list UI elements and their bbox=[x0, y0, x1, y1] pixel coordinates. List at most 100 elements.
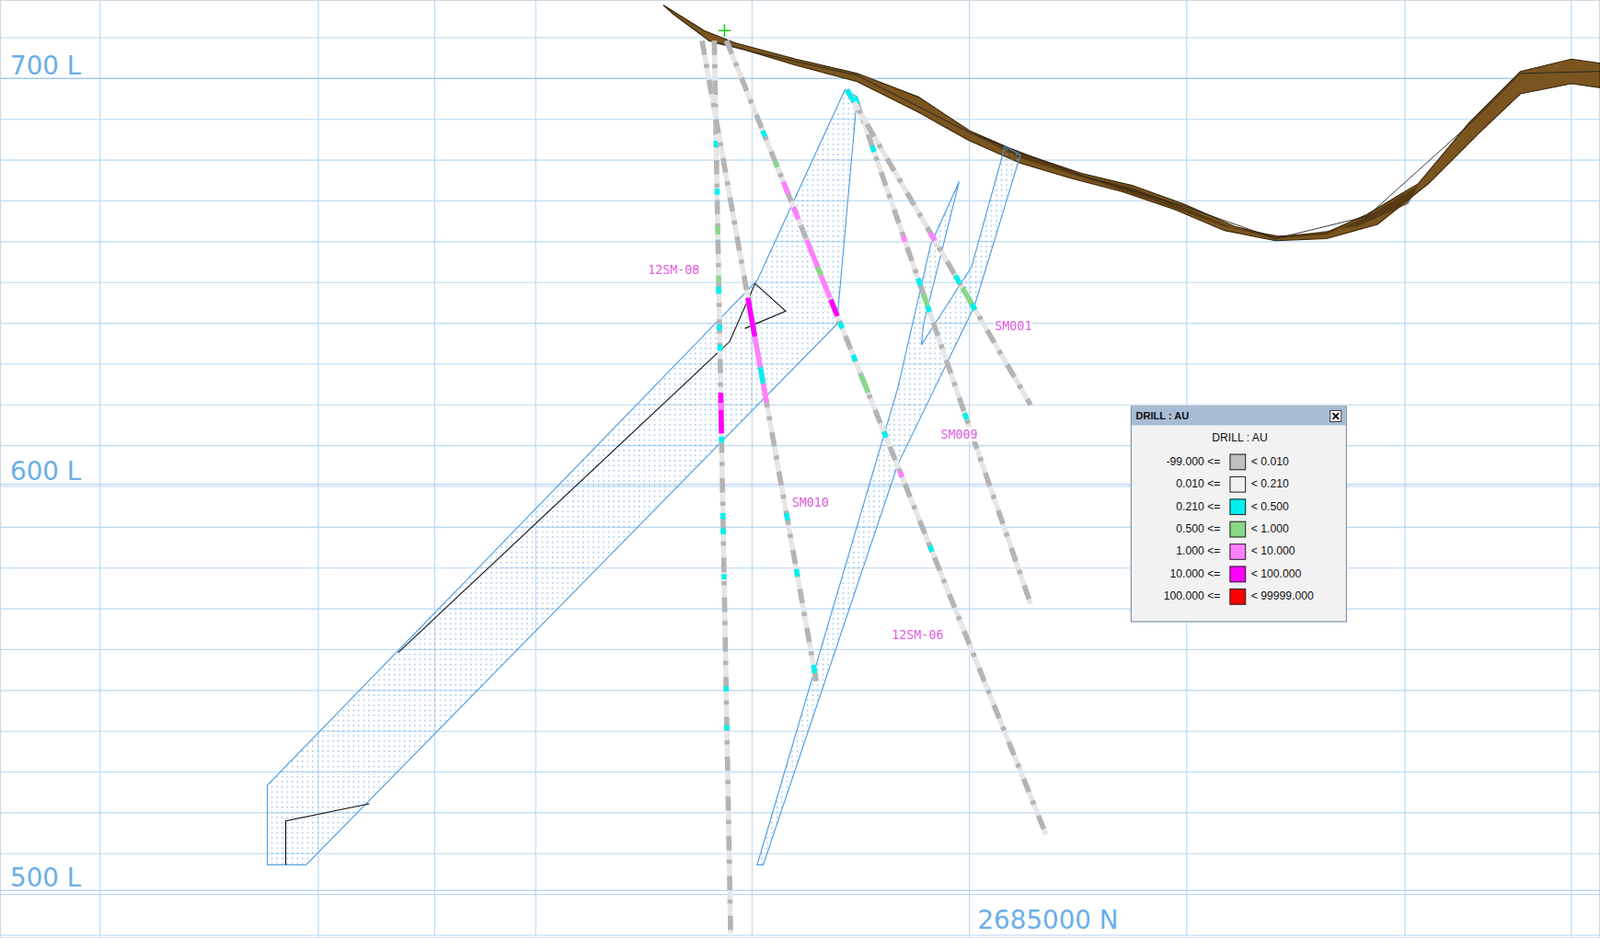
assay-interval bbox=[715, 287, 722, 295]
assay-interval bbox=[930, 545, 933, 553]
assay-interval bbox=[718, 392, 725, 434]
assay-interval bbox=[899, 471, 903, 478]
assay-interval bbox=[964, 413, 967, 420]
close-box bbox=[1330, 410, 1342, 422]
drillhole-label: 12SM-08 bbox=[646, 263, 701, 278]
level-label: 600 L bbox=[10, 457, 81, 487]
grid-line bbox=[0, 609, 1600, 611]
assay-interval bbox=[903, 235, 906, 242]
grid-line bbox=[99, 0, 101, 938]
assay-interval bbox=[852, 355, 856, 362]
drillhole-label: SM001 bbox=[993, 319, 1033, 334]
drill-trace bbox=[726, 40, 1047, 835]
grid-line bbox=[0, 690, 1600, 691]
grid-line bbox=[0, 485, 1600, 487]
legend-panel: DRILL : AUDRILL : AU-99.000 <=< 0.0100.0… bbox=[1130, 405, 1347, 622]
assay-interval bbox=[930, 232, 935, 242]
grid-line bbox=[0, 934, 1600, 936]
legend-range-high: < 0.210 bbox=[1251, 477, 1290, 490]
drill-holes bbox=[702, 40, 1047, 933]
grid-line bbox=[1404, 0, 1406, 938]
legend-swatch bbox=[1229, 521, 1246, 539]
assay-interval bbox=[774, 161, 778, 168]
legend-swatch bbox=[1229, 543, 1246, 561]
grid-line bbox=[0, 812, 1600, 814]
grid-line bbox=[0, 853, 1600, 855]
drillhole-label: SM010 bbox=[791, 495, 830, 511]
drill-trace bbox=[702, 40, 817, 681]
assay-interval bbox=[782, 181, 788, 194]
assay-interval bbox=[715, 275, 722, 283]
assay-interval bbox=[847, 90, 855, 103]
legend-range-high: < 99999.000 bbox=[1251, 589, 1314, 602]
grid-line bbox=[0, 894, 1600, 896]
legend-range-high: < 0.500 bbox=[1251, 499, 1290, 512]
vein-contact bbox=[286, 283, 786, 865]
collar-marker bbox=[718, 24, 731, 37]
legend-title: DRILL : AU bbox=[1135, 410, 1189, 422]
grid-line bbox=[0, 445, 1600, 447]
assay-interval bbox=[762, 130, 766, 138]
legend-range-high: < 10.000 bbox=[1251, 544, 1296, 557]
grid-line bbox=[0, 771, 1600, 773]
grid-line bbox=[0, 160, 1600, 162]
assay-interval bbox=[786, 513, 788, 521]
grid-line bbox=[0, 118, 1600, 120]
topography-shade bbox=[969, 132, 1419, 239]
assay-interval bbox=[884, 431, 887, 438]
assay-interval bbox=[717, 345, 724, 352]
assay-interval bbox=[817, 267, 822, 277]
drill-trace bbox=[854, 96, 1031, 604]
assay-interval bbox=[724, 725, 730, 732]
assay-interval bbox=[927, 306, 930, 313]
level-label: 700 L bbox=[10, 50, 81, 81]
assay-interval bbox=[720, 528, 726, 535]
legend-range-low: 1.000 <= bbox=[1175, 544, 1221, 557]
assay-interval bbox=[840, 322, 843, 329]
assay-interval bbox=[813, 665, 816, 674]
assay-interval bbox=[861, 375, 869, 393]
drill-trace-low bbox=[847, 90, 1032, 406]
legend-range-low: 10.000 <= bbox=[1169, 567, 1221, 580]
drill-trace-low bbox=[854, 96, 1031, 604]
drill-trace-low bbox=[702, 40, 817, 681]
grid-line bbox=[0, 36, 1600, 38]
assay-interval bbox=[820, 275, 830, 298]
grid-line bbox=[0, 649, 1600, 651]
legend-swatch bbox=[1229, 454, 1246, 472]
assay-interval bbox=[721, 574, 727, 580]
grid-line bbox=[1570, 0, 1572, 938]
grid-line bbox=[434, 0, 436, 938]
drillhole-label: SM009 bbox=[939, 427, 979, 443]
assay-interval bbox=[830, 299, 838, 317]
legend-swatch bbox=[1229, 566, 1246, 584]
grid-line bbox=[0, 527, 1600, 529]
assay-interval bbox=[793, 207, 798, 219]
legend-swatch bbox=[1229, 476, 1246, 494]
assay-interval bbox=[748, 298, 756, 337]
assay-interval bbox=[718, 402, 725, 411]
assay-interval bbox=[716, 324, 723, 332]
assay-interval bbox=[806, 240, 818, 268]
assay-interval bbox=[962, 287, 972, 305]
assay-interval bbox=[922, 293, 928, 306]
assay-interval bbox=[971, 303, 976, 311]
drillhole-label: 12SM-06 bbox=[890, 628, 944, 644]
assay-interval bbox=[918, 278, 921, 287]
grid-line bbox=[535, 0, 537, 938]
legend-subtitle: DRILL : AU bbox=[1211, 431, 1268, 444]
legend-range-high: < 100.000 bbox=[1251, 567, 1302, 580]
legend-swatch bbox=[1229, 588, 1246, 606]
legend-range-low: 0.210 <= bbox=[1175, 499, 1221, 512]
level-label: 500 L bbox=[10, 863, 81, 893]
vein-second bbox=[757, 146, 1021, 866]
legend-range-high: < 0.010 bbox=[1251, 455, 1290, 468]
grid-line bbox=[0, 567, 1600, 569]
close-cross bbox=[1332, 413, 1339, 420]
vein-main bbox=[267, 90, 858, 866]
legend-range-high: < 1.000 bbox=[1251, 522, 1290, 535]
